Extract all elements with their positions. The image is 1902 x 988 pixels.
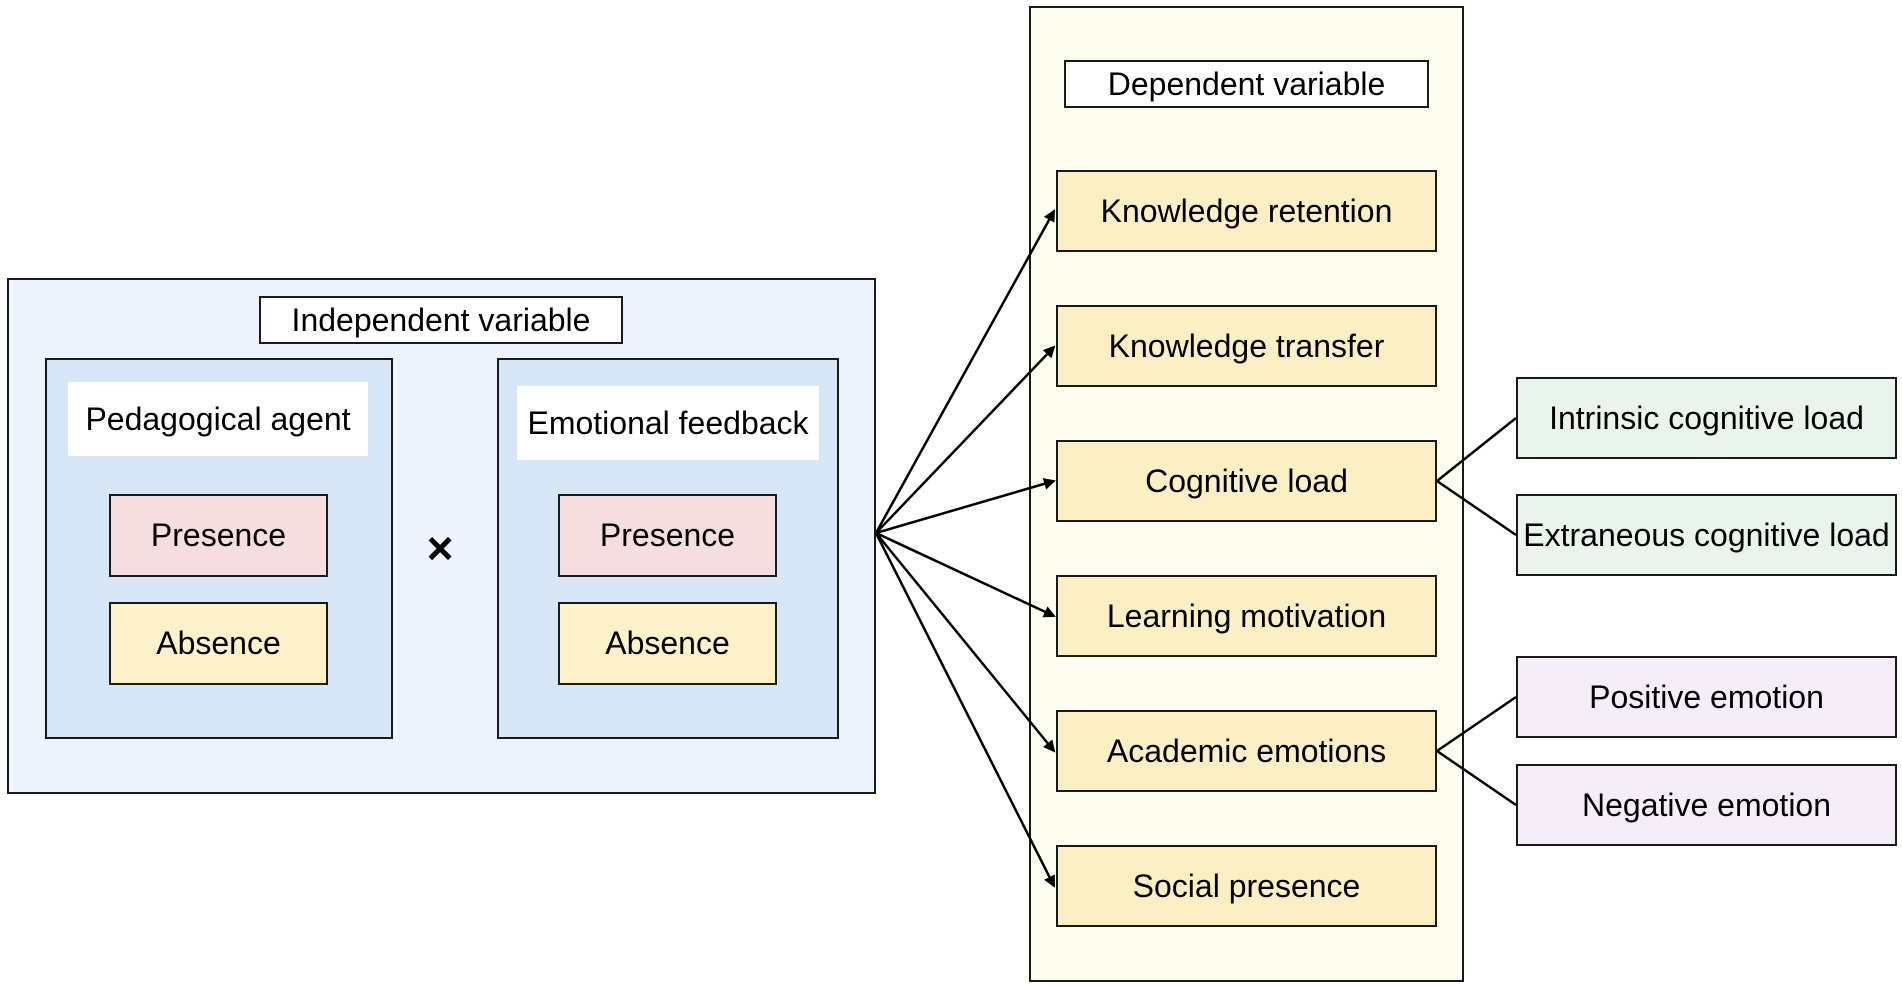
level-presence-feedback: Presence bbox=[558, 494, 777, 577]
factor-title-emotional-feedback: Emotional feedback bbox=[517, 386, 819, 460]
factor-title-pedagogical-agent: Pedagogical agent bbox=[68, 382, 368, 456]
link-academic-emotions-negative bbox=[1436, 749, 1517, 807]
interaction-operator: × bbox=[426, 522, 454, 574]
subdim-intrinsic-cognitive-load: Intrinsic cognitive load bbox=[1516, 377, 1897, 459]
link-cognitive-load-extraneous bbox=[1436, 479, 1517, 537]
level-absence-agent: Absence bbox=[109, 602, 328, 685]
outcome-learning-motivation: Learning motivation bbox=[1056, 575, 1437, 657]
arrow-to-knowledge-transfer bbox=[875, 345, 1056, 534]
link-academic-emotions-positive bbox=[1436, 695, 1517, 753]
outcome-knowledge-retention: Knowledge retention bbox=[1056, 170, 1437, 252]
arrow-to-knowledge-retention bbox=[874, 209, 1056, 534]
arrow-to-academic-emotions bbox=[875, 532, 1056, 753]
level-presence-agent: Presence bbox=[109, 494, 328, 577]
independent-variable-title: Independent variable bbox=[259, 296, 623, 344]
outcome-academic-emotions: Academic emotions bbox=[1056, 710, 1437, 792]
arrow-to-learning-motivation bbox=[875, 531, 1056, 618]
arrow-to-social-presence bbox=[874, 532, 1056, 888]
outcome-knowledge-transfer: Knowledge transfer bbox=[1056, 305, 1437, 387]
level-absence-feedback: Absence bbox=[558, 602, 777, 685]
subdim-positive-emotion: Positive emotion bbox=[1516, 656, 1897, 738]
subdim-extraneous-cognitive-load: Extraneous cognitive load bbox=[1516, 494, 1897, 576]
subdim-negative-emotion: Negative emotion bbox=[1516, 764, 1897, 846]
arrow-to-cognitive-load bbox=[875, 478, 1056, 535]
link-cognitive-load-intrinsic bbox=[1436, 417, 1517, 482]
dependent-variable-title: Dependent variable bbox=[1064, 60, 1429, 108]
outcome-social-presence: Social presence bbox=[1056, 845, 1437, 927]
outcome-cognitive-load: Cognitive load bbox=[1056, 440, 1437, 522]
